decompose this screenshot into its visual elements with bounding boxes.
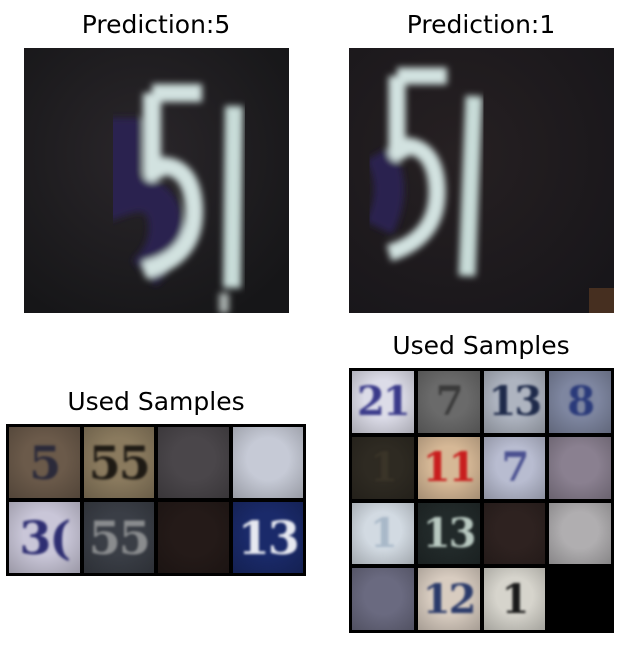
sample-digit: 8	[567, 378, 595, 426]
sample-digit	[549, 437, 611, 499]
sample-thumbnail: 21	[352, 371, 414, 433]
sample-digit: 1	[369, 444, 398, 492]
right-prediction-title: Prediction:1	[406, 10, 556, 39]
sample-digit: 13	[488, 378, 543, 426]
left-used-samples-title: Used Samples	[67, 387, 245, 416]
sample-digit: 11	[422, 444, 477, 492]
sample-digit	[233, 427, 304, 498]
sample-digit	[549, 503, 611, 565]
sample-digit	[158, 502, 229, 573]
sample-digit: 55	[88, 435, 151, 490]
sample-digit: 7	[435, 378, 464, 426]
sample-digit: 12	[422, 575, 477, 623]
sample-thumbnail	[549, 502, 611, 565]
sample-thumbnail	[232, 427, 304, 498]
sample-digit	[484, 503, 546, 565]
sample-thumbnail: 55	[83, 502, 154, 573]
sample-thumbnail	[483, 502, 546, 565]
sample-thumbnail: 1	[352, 436, 414, 499]
sample-thumbnail: 1	[352, 502, 414, 565]
sample-thumbnail: 1	[483, 568, 546, 630]
sample-digit	[158, 427, 229, 498]
sample-thumbnail: 12	[417, 568, 480, 630]
sample-thumbnail: 7	[483, 436, 546, 499]
sample-digit: 21	[357, 378, 411, 426]
sample-digit: 3(	[19, 510, 71, 565]
sample-digit: 13	[237, 510, 300, 565]
sample-thumbnail: 7	[417, 371, 480, 433]
sample-thumbnail: 5	[9, 427, 80, 498]
sample-thumbnail: 13	[232, 502, 303, 573]
right-used-samples-title: Used Samples	[392, 331, 570, 360]
sample-thumbnail	[549, 436, 611, 499]
sample-digit: 1	[369, 509, 398, 557]
sample-thumbnail	[352, 568, 414, 630]
sample-digit: 7	[501, 444, 529, 492]
sample-digit: 55	[88, 510, 151, 565]
sample-thumbnail	[158, 502, 229, 573]
sample-thumbnail: 13	[417, 502, 480, 565]
sample-thumbnail	[549, 568, 611, 630]
sample-digit	[549, 568, 611, 630]
right-input-digit-image	[349, 48, 614, 313]
left-input-digit-image	[24, 48, 289, 313]
sample-digit: 1	[501, 575, 529, 623]
left-prediction-title: Prediction:5	[81, 10, 231, 39]
sample-digit: 13	[422, 509, 477, 557]
sample-thumbnail: 13	[483, 371, 546, 433]
sample-thumbnail: 55	[83, 427, 154, 498]
sample-thumbnail: 11	[417, 436, 480, 499]
sample-thumbnail	[158, 427, 229, 498]
sample-thumbnail: 8	[549, 371, 611, 433]
sample-digit: 5	[29, 435, 61, 490]
sample-thumbnail: 3(	[9, 502, 80, 573]
sample-digit	[352, 568, 414, 630]
